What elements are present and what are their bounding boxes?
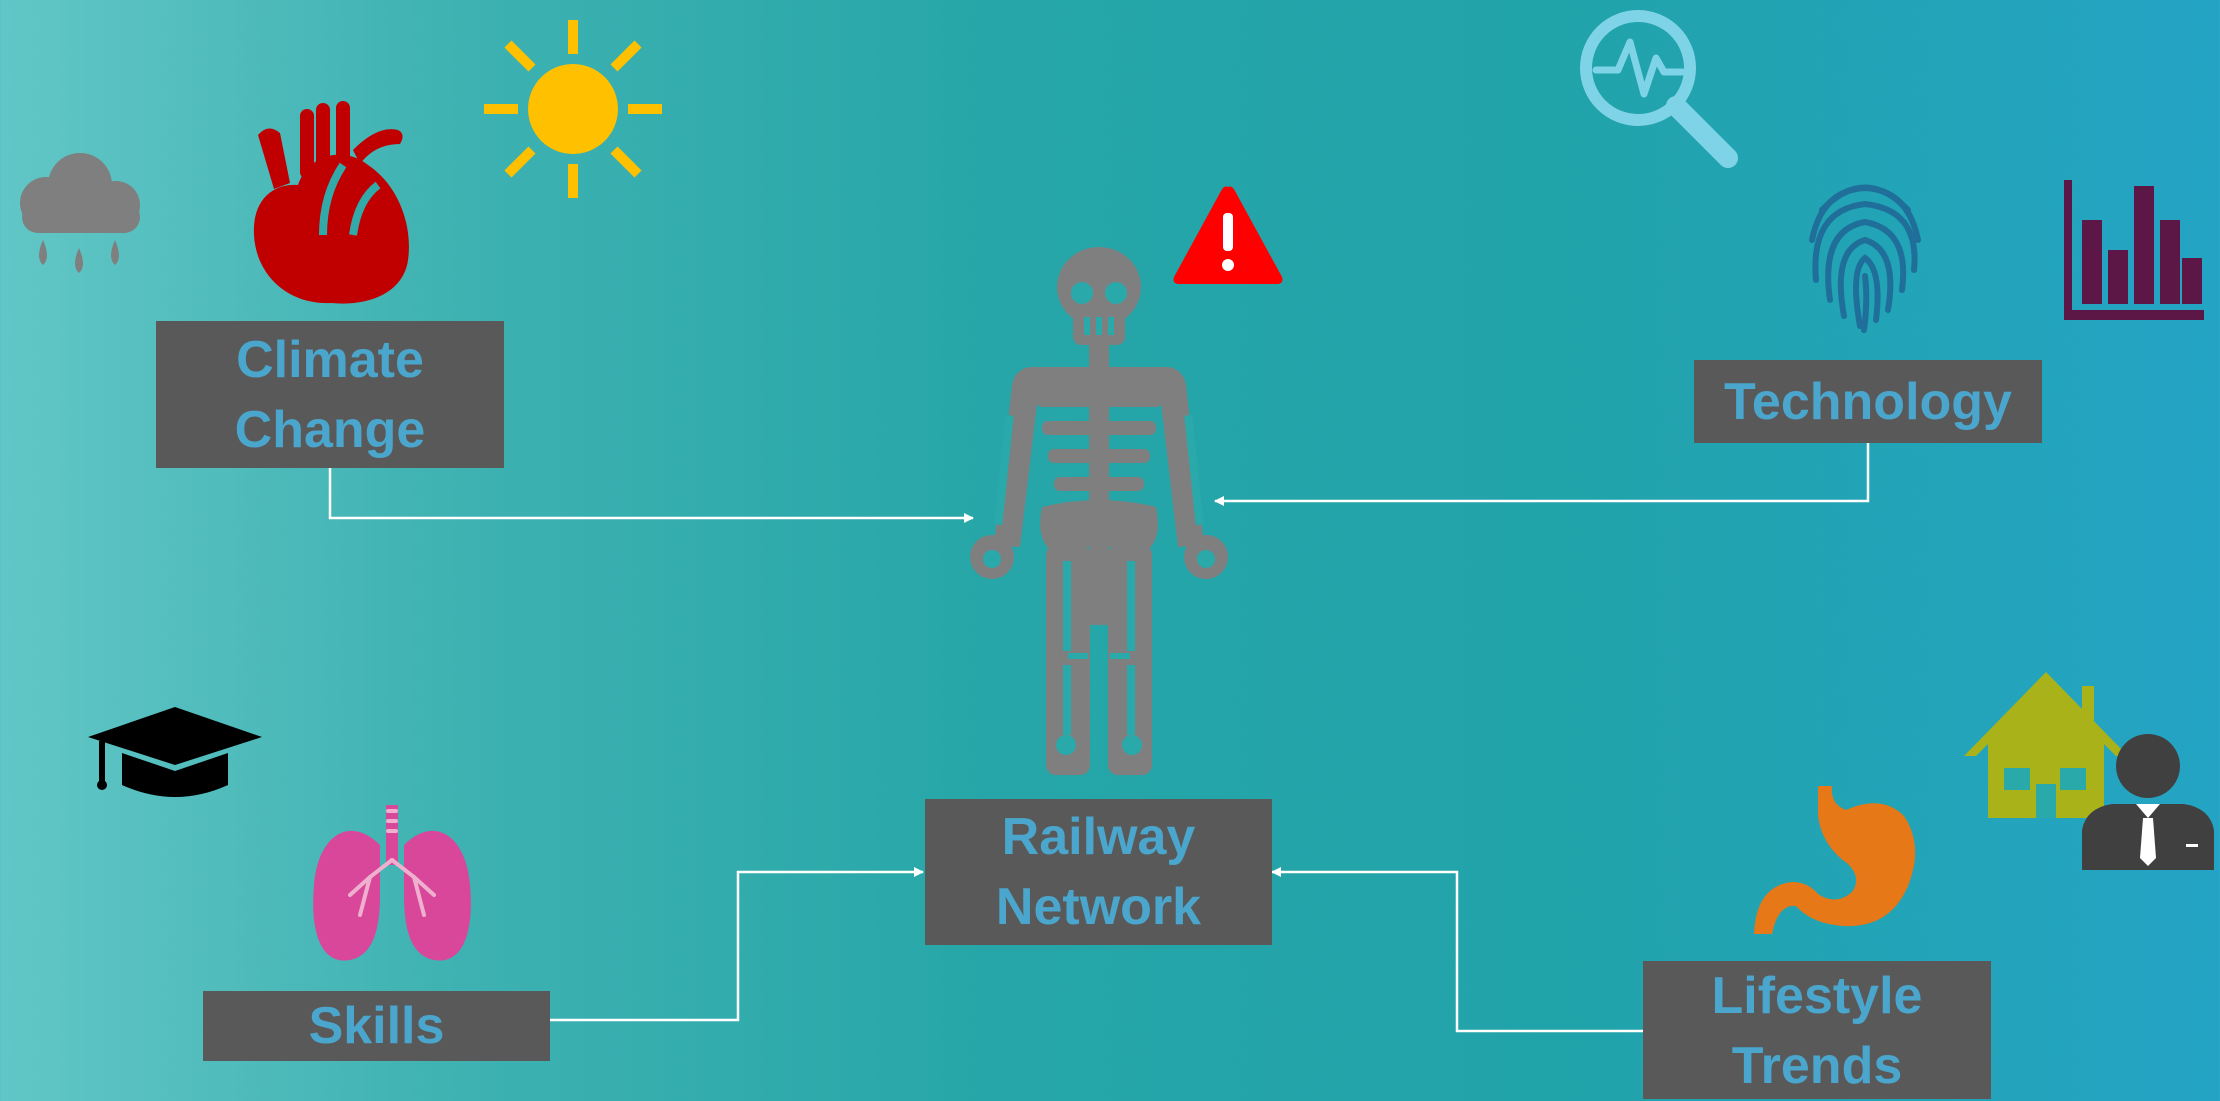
magnifier-pulse-icon <box>1580 10 1738 168</box>
technology-box: Technology <box>1694 360 2042 443</box>
lungs-icon <box>313 805 471 961</box>
businessman-icon <box>2082 734 2214 870</box>
fingerprint-icon <box>1809 184 1921 333</box>
skeleton-icon <box>970 247 1228 775</box>
house-icon <box>1964 672 2128 818</box>
lifestyle-trends-label-line1: Lifestyle <box>1711 967 1923 1025</box>
heart-icon <box>253 101 409 304</box>
rain-cloud-icon <box>20 153 140 273</box>
climate-change-label-line2: Change <box>234 400 426 459</box>
technology-label: Technology <box>1724 372 2012 431</box>
climate-change-label-line1: Climate <box>236 330 424 389</box>
climate-change-box: Climate Change <box>156 321 504 468</box>
skills-box: Skills <box>203 991 550 1061</box>
railway-network-label-line2: Network <box>995 878 1202 936</box>
railway-network-box: Railway Network <box>925 799 1272 945</box>
connector-technology-to-skeleton <box>1214 443 1870 506</box>
sun-icon <box>484 20 662 198</box>
bar-chart-icon <box>2064 180 2204 320</box>
graduation-cap-icon <box>88 707 262 797</box>
railway-network-label-line1: Railway <box>1001 808 1196 866</box>
connector-climate-to-skeleton <box>328 468 974 523</box>
connector-skills-to-railway <box>550 867 924 1022</box>
connector-lifestyle-to-railway <box>1271 867 1643 1033</box>
lifestyle-trends-box: Lifestyle Trends <box>1643 961 1991 1099</box>
lifestyle-trends-label-line2: Trends <box>1731 1037 1903 1095</box>
stomach-icon <box>1754 786 1916 934</box>
skills-label: Skills <box>308 997 445 1055</box>
warning-icon <box>1173 186 1283 284</box>
